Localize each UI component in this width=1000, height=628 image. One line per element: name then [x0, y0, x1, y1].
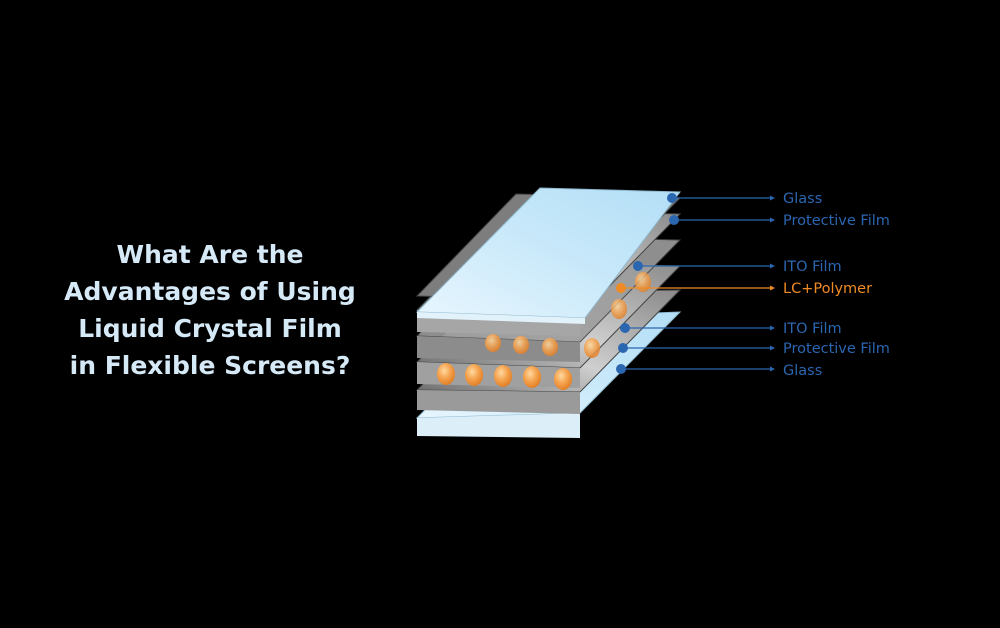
leader-ito-film-bottom-arrow-icon	[770, 325, 775, 331]
leader-lc-polymer-arrow-icon	[770, 285, 775, 291]
leader-glass-bottom-dot	[616, 364, 626, 374]
label-ito-film-top: ITO Film	[783, 259, 842, 275]
label-glass-top: Glass	[783, 191, 822, 207]
label-protective-film-bottom: Protective Film	[783, 341, 890, 357]
leader-glass-top-arrow-icon	[770, 195, 775, 201]
title-line-4: in Flexible Screens?	[69, 351, 351, 380]
leader-ito-film-top-arrow-icon	[770, 263, 775, 269]
leader-protective-film-bottom-arrow-icon	[770, 345, 775, 351]
leader-lines	[616, 193, 775, 374]
leader-protective-film-top-dot	[669, 215, 679, 225]
leader-ito-film-bottom-dot	[620, 323, 630, 333]
layer-labels: Glass Protective Film ITO Film LC+Polyme…	[783, 191, 890, 379]
label-glass-bottom: Glass	[783, 363, 822, 379]
leader-lc-polymer-dot	[616, 283, 626, 293]
label-ito-film-bottom: ITO Film	[783, 321, 842, 337]
leader-ito-film-top-dot	[633, 261, 643, 271]
title-line-1: What Are the	[116, 240, 304, 269]
leader-protective-film-top-arrow-icon	[770, 217, 775, 223]
page-title: What Are the Advantages of Using Liquid …	[40, 236, 380, 384]
top-glass-layer	[415, 187, 681, 324]
label-lc-polymer: LC+Polymer	[783, 281, 872, 297]
label-protective-film-top: Protective Film	[783, 213, 890, 229]
leader-glass-bottom-arrow-icon	[770, 366, 775, 372]
lc-droplets	[437, 272, 651, 390]
title-line-2: Advantages of Using	[64, 277, 356, 306]
leader-glass-top-dot	[667, 193, 677, 203]
leader-protective-film-bottom-dot	[618, 343, 628, 353]
title-line-3: Liquid Crystal Film	[78, 314, 342, 343]
